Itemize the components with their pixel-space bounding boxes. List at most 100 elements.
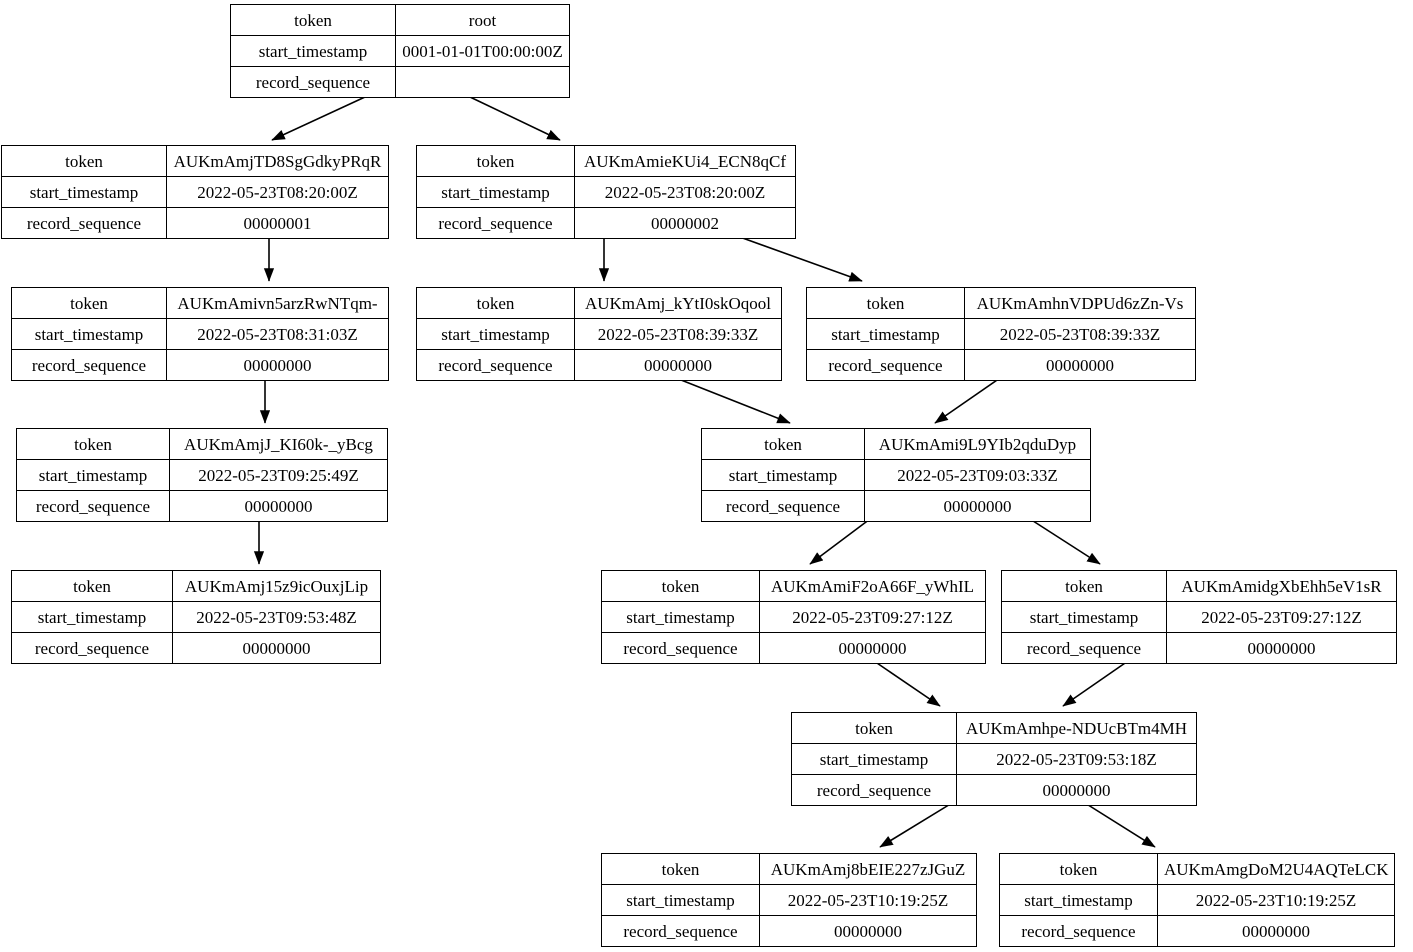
node-field-label: start_timestamp — [11, 601, 173, 633]
node-field-label: start_timestamp — [601, 601, 760, 633]
node-field-value-start_timestamp: 2022-05-23T09:53:18Z — [956, 743, 1197, 775]
node-field-value-token: AUKmAmi9L9YIb2qduDyp — [864, 428, 1091, 460]
node-field-value-record_sequence: 00000002 — [574, 207, 796, 239]
node-field-value-token: AUKmAmjJ_KI60k-_yBcg — [169, 428, 388, 460]
node-field-label: start_timestamp — [806, 318, 965, 350]
node-field-label: token — [701, 428, 865, 460]
node-field-value-record_sequence: 00000000 — [864, 490, 1091, 522]
node-field-label: start_timestamp — [416, 176, 575, 208]
node-field-label: token — [11, 570, 173, 602]
node-field-label: token — [1, 145, 167, 177]
graph-edge — [469, 96, 561, 141]
node-field-value-record_sequence: 00000000 — [759, 915, 977, 947]
node-field-value-start_timestamp: 2022-05-23T08:31:03Z — [166, 318, 389, 350]
node-row-record_sequence: record_sequence — [230, 66, 570, 98]
node-field-value-record_sequence: 00000001 — [166, 207, 389, 239]
node-field-value-start_timestamp: 2022-05-23T10:19:25Z — [1157, 884, 1395, 916]
node-field-value-start_timestamp: 2022-05-23T08:20:00Z — [166, 176, 389, 208]
node-field-label: token — [416, 145, 575, 177]
node-field-label: token — [1001, 570, 1167, 602]
graph-edge — [736, 235, 863, 282]
node-field-value-token: AUKmAmj8bEIE227zJGuZ — [759, 853, 977, 885]
node-field-label: start_timestamp — [601, 884, 760, 916]
graph-edge — [934, 377, 1001, 424]
node-field-label: record_sequence — [11, 632, 173, 664]
node-field-value-token: AUKmAmj_kYtI0skOqool — [574, 287, 782, 319]
node-field-value-start_timestamp: 2022-05-23T09:27:12Z — [1166, 601, 1397, 633]
graph-edge — [271, 96, 366, 141]
node-field-value-record_sequence: 00000000 — [1166, 632, 1397, 664]
node-field-label: record_sequence — [601, 915, 760, 947]
graph-edge — [873, 660, 941, 707]
node-field-label: token — [11, 287, 167, 319]
node-field-value-start_timestamp: 2022-05-23T09:27:12Z — [759, 601, 986, 633]
node-field-value-token: AUKmAmhpe-NDUcBTm4MH — [956, 712, 1197, 744]
node-field-label: record_sequence — [701, 490, 865, 522]
node-field-value-token: AUKmAmivn5arzRwNTqm- — [166, 287, 389, 319]
node-field-value-token: AUKmAmieKUi4_ECN8qCf — [574, 145, 796, 177]
node-field-value-token: root — [395, 4, 570, 36]
node-field-label: token — [999, 853, 1158, 885]
node-field-label: record_sequence — [230, 66, 396, 98]
node-field-label: token — [806, 287, 965, 319]
node-field-label: token — [416, 287, 575, 319]
node-field-label: start_timestamp — [16, 459, 170, 491]
node-field-value-record_sequence: 00000000 — [166, 349, 389, 381]
node-field-value-start_timestamp: 2022-05-23T10:19:25Z — [759, 884, 977, 916]
graph-edge — [675, 377, 791, 424]
node-field-label: token — [601, 570, 760, 602]
node-field-label: record_sequence — [416, 207, 575, 239]
node-field-value-record_sequence: 00000000 — [956, 774, 1197, 806]
node-field-value-record_sequence: 00000000 — [574, 349, 782, 381]
node-field-label: start_timestamp — [1001, 601, 1167, 633]
node-field-value-start_timestamp: 2022-05-23T09:25:49Z — [169, 459, 388, 491]
node-field-label: record_sequence — [791, 774, 957, 806]
node-field-value-record_sequence: 00000000 — [964, 349, 1196, 381]
node-field-label: start_timestamp — [230, 35, 396, 67]
graph-edge — [879, 802, 953, 848]
node-field-label: record_sequence — [601, 632, 760, 664]
node-field-value-record_sequence: 00000000 — [759, 632, 986, 664]
node-field-value-start_timestamp: 2022-05-23T09:03:33Z — [864, 459, 1091, 491]
